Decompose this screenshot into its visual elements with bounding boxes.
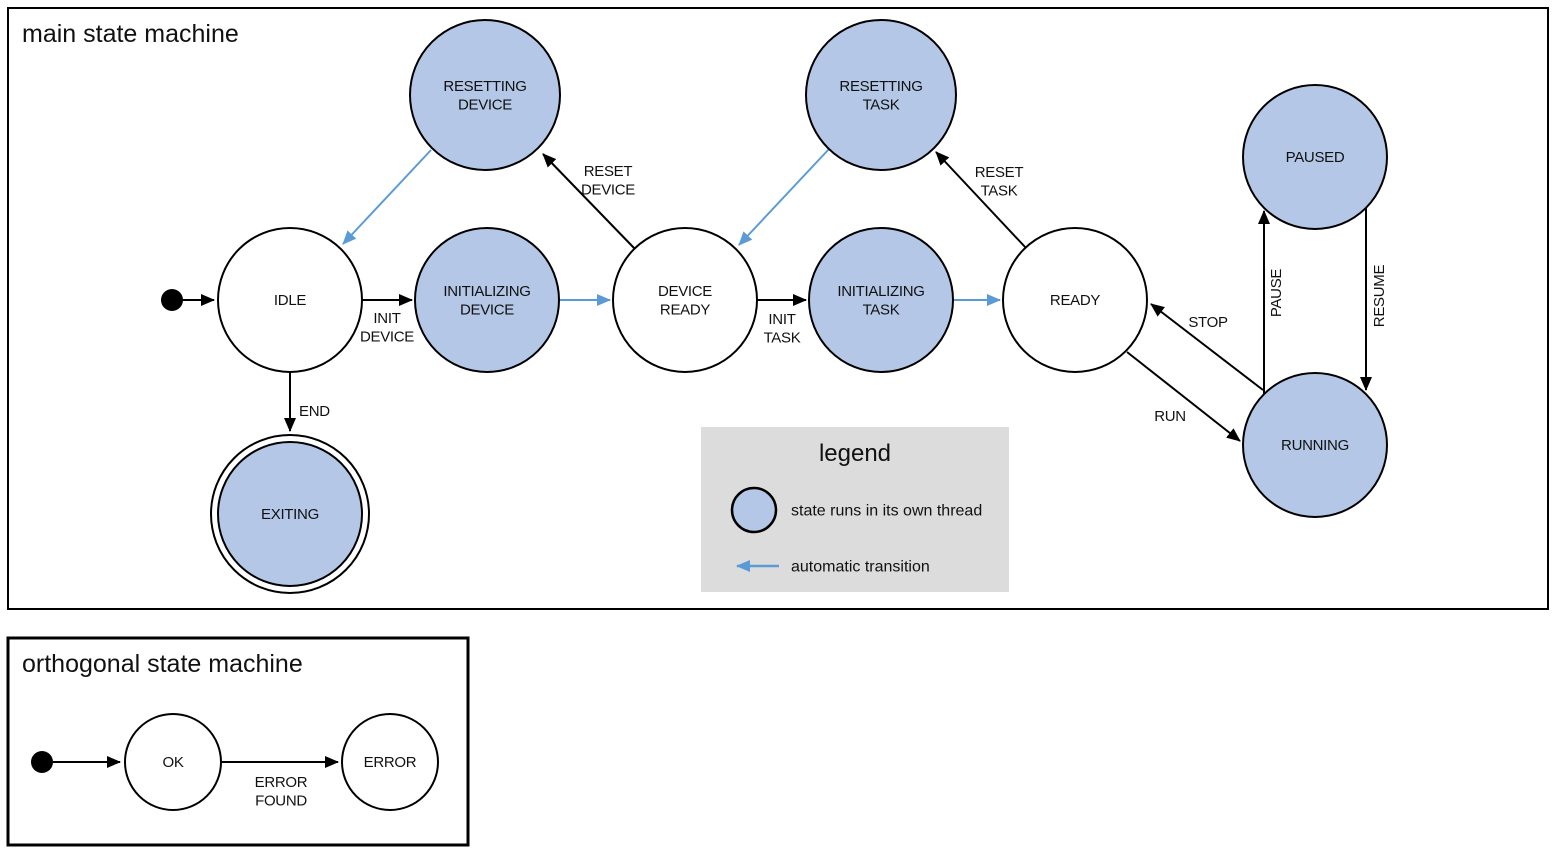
legend: legend state runs in its own thread automa… — [701, 427, 1009, 592]
state-initializing-task-label: INITIALIZING — [837, 283, 924, 300]
state-ok: OK — [124, 713, 222, 811]
state-exiting-circle — [217, 441, 363, 587]
orthogonal-initial-state-dot — [31, 751, 53, 773]
state-ok-label: OK — [162, 754, 183, 771]
state-paused-label: PAUSED — [1286, 149, 1345, 166]
state-exiting: EXITING — [210, 434, 370, 594]
transition-idle-to-initializing-device-label: INIT — [373, 310, 400, 327]
state-ready-circle — [1002, 227, 1148, 373]
transition-ready-to-resetting-task-label: TASK — [981, 183, 1018, 200]
transition-running-to-ready — [1150, 303, 1264, 391]
state-initializing-device-label: DEVICE — [460, 301, 514, 318]
transition-ready-to-running — [1126, 351, 1241, 442]
transition-ok-to-error-label: ERROR — [255, 774, 308, 791]
transition-paused-to-running-label: RESUME — [1371, 265, 1388, 328]
state-resetting-device-circle — [409, 19, 561, 171]
legend-thread-circle-icon — [730, 486, 778, 534]
transition-ready-to-running-label: RUN — [1154, 408, 1186, 425]
orthogonal-state-machine-title: orthogonal state machine — [22, 650, 303, 678]
state-paused-circle — [1242, 84, 1388, 230]
state-initializing-task-label: TASK — [863, 301, 900, 318]
state-initializing-task-circle — [808, 227, 954, 373]
state-resetting-device-label: DEVICE — [458, 96, 512, 113]
state-device-ready-circle — [612, 227, 758, 373]
transition-device-ready-to-resetting-device — [542, 153, 636, 250]
transition-device-ready-to-resetting-device-label: RESET — [584, 163, 633, 180]
state-resetting-task-circle — [805, 19, 957, 171]
transition-device-ready-to-initializing-task-label: TASK — [764, 330, 801, 347]
state-error: ERROR — [341, 713, 439, 811]
state-running: RUNNING — [1242, 372, 1388, 518]
transition-idle-to-initializing-device-label: DEVICE — [360, 329, 414, 346]
state-ready: READY — [1002, 227, 1148, 373]
transition-idle-to-exiting-label: END — [299, 403, 330, 420]
state-error-label: ERROR — [364, 754, 417, 771]
main-initial-state-dot — [161, 289, 183, 311]
transition-ok-to-error-label: FOUND — [255, 793, 307, 810]
state-error-circle — [341, 713, 439, 811]
state-ok-circle — [124, 713, 222, 811]
transition-device-ready-to-resetting-device-label: DEVICE — [581, 182, 635, 199]
transition-ready-to-resetting-task-label: RESET — [975, 164, 1024, 181]
state-resetting-task-label: TASK — [863, 96, 900, 113]
state-ready-label: READY — [1050, 292, 1100, 309]
state-idle-label: IDLE — [274, 292, 306, 309]
legend-item-label: automatic transition — [791, 559, 930, 576]
state-device-ready-label: DEVICE — [658, 283, 712, 300]
state-resetting-task-label: RESETTING — [839, 78, 922, 95]
transition-resetting-task-to-device-ready — [738, 148, 830, 246]
state-running-label: RUNNING — [1281, 437, 1349, 454]
transition-resetting-device-to-idle — [342, 149, 432, 245]
state-idle: IDLE — [217, 227, 363, 373]
state-initializing-device-circle — [414, 227, 560, 373]
main-state-machine-title: main state machine — [22, 20, 239, 48]
transition-running-to-paused-label: PAUSE — [1268, 269, 1285, 318]
state-initializing-device-label: INITIALIZING — [443, 283, 530, 300]
state-idle-circle — [217, 227, 363, 373]
state-paused: PAUSED — [1242, 84, 1388, 230]
state-device-ready-label: READY — [660, 301, 710, 318]
transition-running-to-ready-label: STOP — [1188, 314, 1228, 331]
state-running-circle — [1242, 372, 1388, 518]
state-resetting-device-label: RESETTING — [443, 78, 526, 95]
state-exiting-label: EXITING — [261, 506, 319, 523]
legend-title: legend — [819, 440, 891, 467]
transition-device-ready-to-initializing-task-label: INIT — [768, 311, 795, 328]
transition-ready-to-resetting-task — [935, 151, 1027, 249]
legend-item-label: state runs in its own thread — [791, 503, 982, 520]
